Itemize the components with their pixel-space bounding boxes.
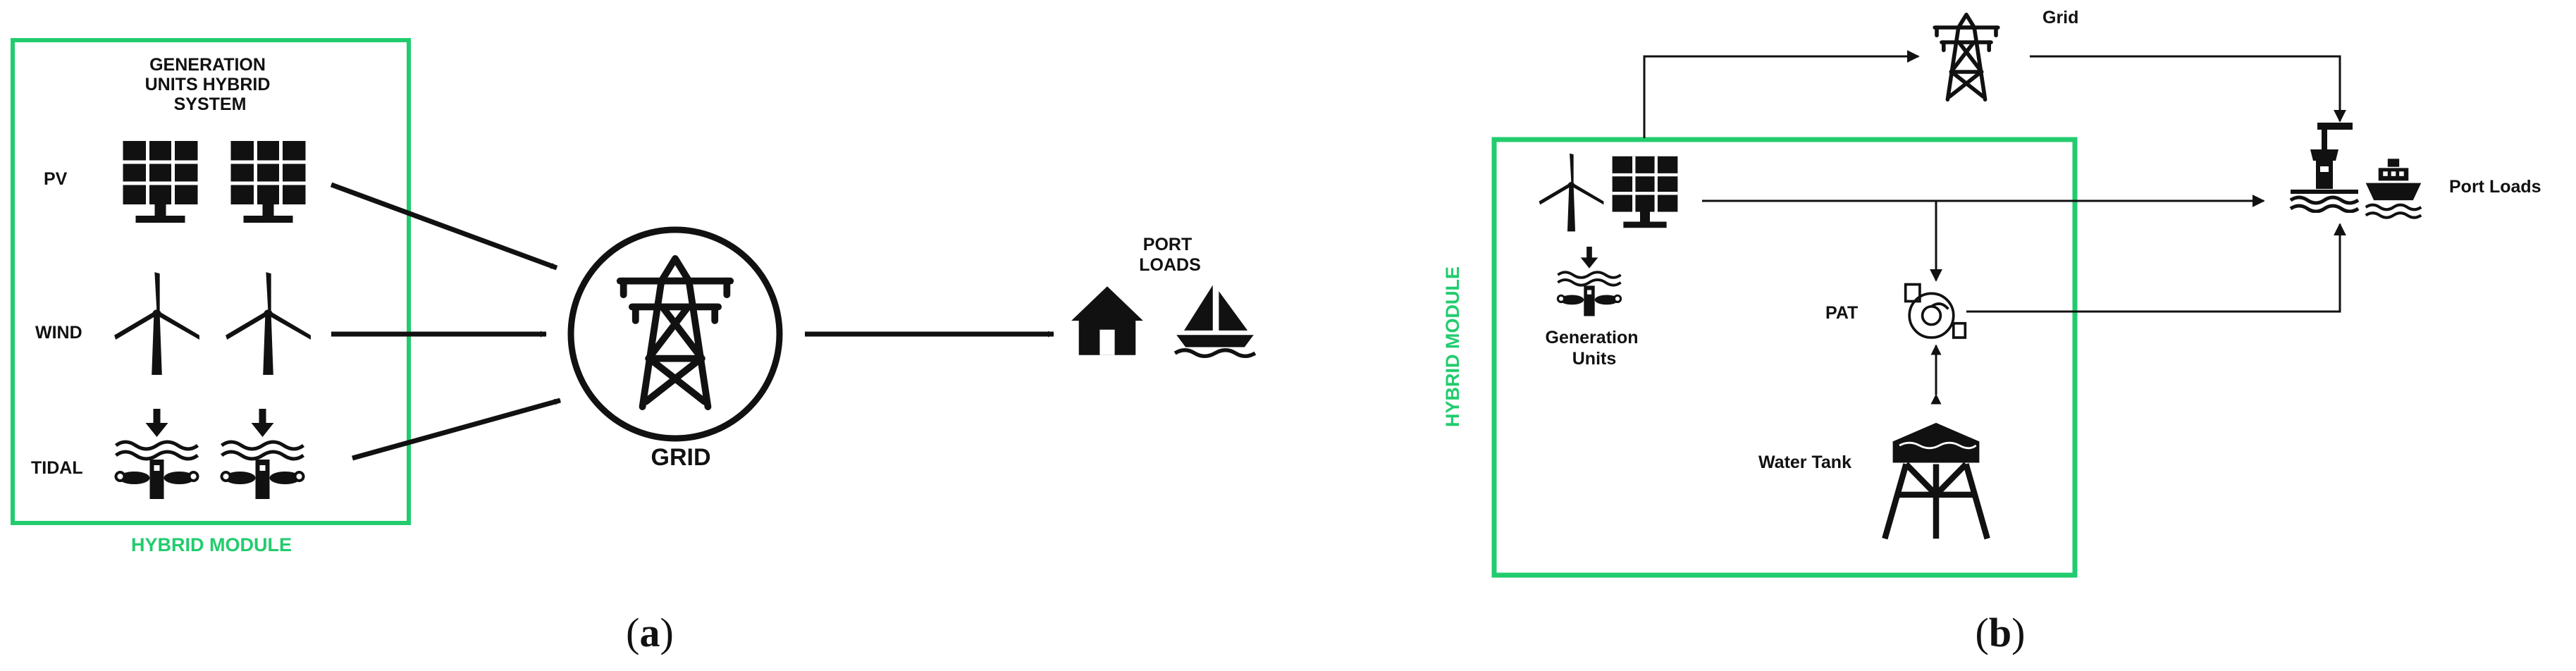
- port-loads-line-1: PORT: [1143, 235, 1192, 254]
- arrow-tidal-to-grid: [352, 398, 561, 461]
- module-title: GENERATION UNITS HYBRID SYSTEM: [145, 55, 276, 114]
- grid-tower-icon: [1935, 15, 1998, 99]
- arrow-pv-to-grid: [330, 182, 558, 271]
- port-crane-icon: [2291, 123, 2358, 211]
- port-loads-line-2: LOADS: [1139, 255, 1201, 275]
- hybrid-module-label-a: HYBRID MODULE: [131, 534, 292, 555]
- line-pat-to-port: [1966, 223, 2346, 313]
- line-grid-to-port: [2030, 55, 2346, 123]
- caption-a: (a): [626, 610, 674, 655]
- caption-b-close: ): [2011, 610, 2025, 655]
- grid-label: GRID: [651, 444, 711, 471]
- module-title-line-1: GENERATION: [149, 55, 266, 75]
- panel-b: HYBRID MODULE Grid Port Loads Generation…: [1442, 8, 2541, 655]
- caption-b: (b): [1976, 610, 2026, 655]
- ship-icon: [2366, 159, 2422, 217]
- wind-turbine-icon: [1539, 153, 1604, 232]
- generation-units-line-1: Generation: [1546, 328, 1639, 347]
- line-units-to-grid: [1643, 50, 1920, 138]
- hybrid-module-box-b: [1491, 137, 2078, 578]
- wind-turbine-icon: [114, 272, 199, 375]
- generation-units-line-2: Units: [1572, 349, 1617, 369]
- wind-turbine-icon: [226, 272, 311, 375]
- pv-label: PV: [44, 169, 68, 189]
- tidal-turbine-icon: [1558, 247, 1620, 316]
- module-title-line-3: SYSTEM: [174, 94, 247, 114]
- arrows-to-grid: [330, 182, 1054, 461]
- pat-label: PAT: [1825, 303, 1858, 323]
- hybrid-module-label-b: HYBRID MODULE: [1442, 266, 1463, 427]
- connectors-b: [1643, 50, 2346, 405]
- caption-b-open: (: [1976, 610, 1989, 655]
- generation-units-label: Generation Units: [1546, 328, 1644, 369]
- module-title-line-2: UNITS HYBRID: [145, 75, 271, 94]
- solar-panel-icon: [231, 141, 306, 223]
- port-loads-label: PORT LOADS: [1139, 235, 1201, 275]
- tidal-turbine-icon: [222, 409, 304, 499]
- grid-label-b: Grid: [2042, 8, 2078, 27]
- caption-a-close: ): [660, 610, 674, 655]
- tidal-label: TIDAL: [31, 458, 83, 478]
- panel-a: GENERATION UNITS HYBRID SYSTEM PV WIND T…: [11, 38, 1255, 655]
- tidal-turbine-icon: [116, 409, 198, 499]
- solar-panel-icon: [1613, 156, 1678, 228]
- water-tank-label: Water Tank: [1758, 453, 1851, 472]
- pump-turbine-icon: [1904, 283, 1967, 339]
- solar-panel-icon: [123, 141, 198, 223]
- wind-label: WIND: [35, 323, 82, 343]
- caption-a-letter: a: [640, 610, 660, 655]
- port-loads-label-b: Port Loads: [2449, 177, 2541, 197]
- sailboat-icon: [1175, 285, 1255, 357]
- house-icon: [1071, 286, 1143, 355]
- caption-a-open: (: [626, 610, 639, 655]
- water-tower-icon: [1885, 423, 1987, 538]
- caption-b-letter: b: [1989, 610, 2011, 655]
- hybrid-module-box-a: [11, 38, 411, 525]
